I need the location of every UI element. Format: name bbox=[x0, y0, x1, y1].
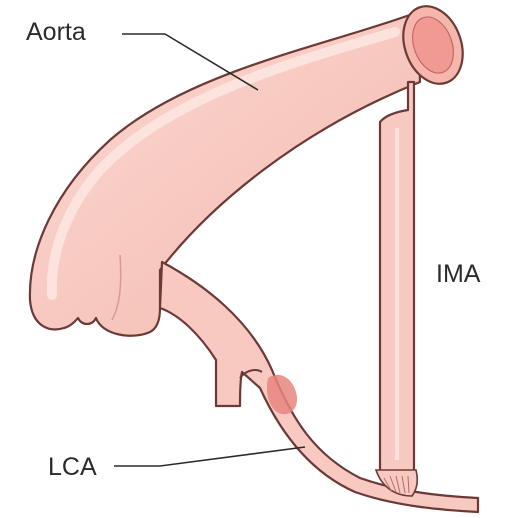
aorta-arch bbox=[30, 12, 420, 336]
lca-vessel bbox=[160, 262, 478, 512]
lca-leader-line bbox=[114, 447, 305, 466]
ima-label: IMA bbox=[436, 262, 480, 287]
aorta-label: Aorta bbox=[26, 20, 86, 45]
lca-label: LCA bbox=[48, 455, 97, 480]
